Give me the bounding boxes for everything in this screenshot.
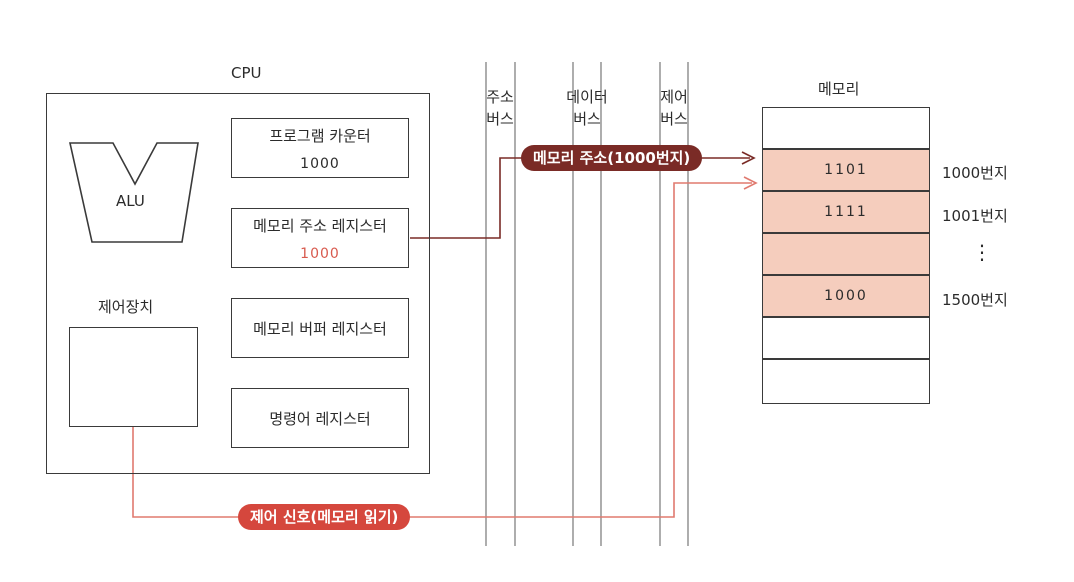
memory-cell: 1000 <box>762 275 930 317</box>
control-bus-label: 제어 버스 <box>639 86 709 130</box>
register-name: 프로그램 카운터 <box>269 126 371 145</box>
memory-address-label: 1001번지 <box>942 207 1008 225</box>
alu-label: ALU <box>116 192 145 210</box>
memory-cell <box>762 317 930 359</box>
cpu-box <box>46 93 430 474</box>
memory-title: 메모리 <box>818 80 860 98</box>
memory-cell <box>762 233 930 275</box>
memory-cell: 1101 <box>762 149 930 191</box>
bus-label-line: 버스 <box>573 110 601 128</box>
memory-cell <box>762 359 930 404</box>
address-bus-label: 주소 버스 <box>465 86 535 130</box>
bus-label-line: 데이터 <box>566 88 608 106</box>
address-arrowhead <box>741 151 756 165</box>
memory-buffer-register: 메모리 버퍼 레지스터 <box>231 298 409 358</box>
memory-cell <box>762 107 930 149</box>
address-signal-pill: 메모리 주소(1000번지) <box>521 145 703 171</box>
bus-label-line: 버스 <box>486 110 514 128</box>
memory-address-register: 메모리 주소 레지스터 1000 <box>231 208 409 268</box>
data-bus-label: 데이터 버스 <box>552 86 622 130</box>
bus-label-line: 버스 <box>660 110 688 128</box>
program-counter-register: 프로그램 카운터 1000 <box>231 118 409 178</box>
register-name: 메모리 버퍼 레지스터 <box>253 319 387 338</box>
control-signal-pill: 제어 신호(메모리 읽기) <box>238 504 411 530</box>
memory-address-label: 1500번지 <box>942 291 1008 309</box>
control-unit-label: 제어장치 <box>98 298 154 316</box>
memory-ellipsis: ⋮ <box>972 240 992 264</box>
bus-label-line: 제어 <box>660 88 688 106</box>
memory-address-label: 1000번지 <box>942 164 1008 182</box>
register-name: 명령어 레지스터 <box>269 409 371 428</box>
register-value: 1000 <box>300 155 340 172</box>
control-path <box>132 182 752 518</box>
alu-shape <box>69 142 199 243</box>
bus-label-line: 주소 <box>486 88 514 106</box>
control-arrowhead <box>743 176 758 190</box>
cpu-title: CPU <box>231 64 262 82</box>
instruction-register: 명령어 레지스터 <box>231 388 409 448</box>
register-name: 메모리 주소 레지스터 <box>253 216 387 235</box>
control-unit-box <box>69 327 198 427</box>
memory-cell: 1111 <box>762 191 930 233</box>
register-value: 1000 <box>300 245 340 262</box>
